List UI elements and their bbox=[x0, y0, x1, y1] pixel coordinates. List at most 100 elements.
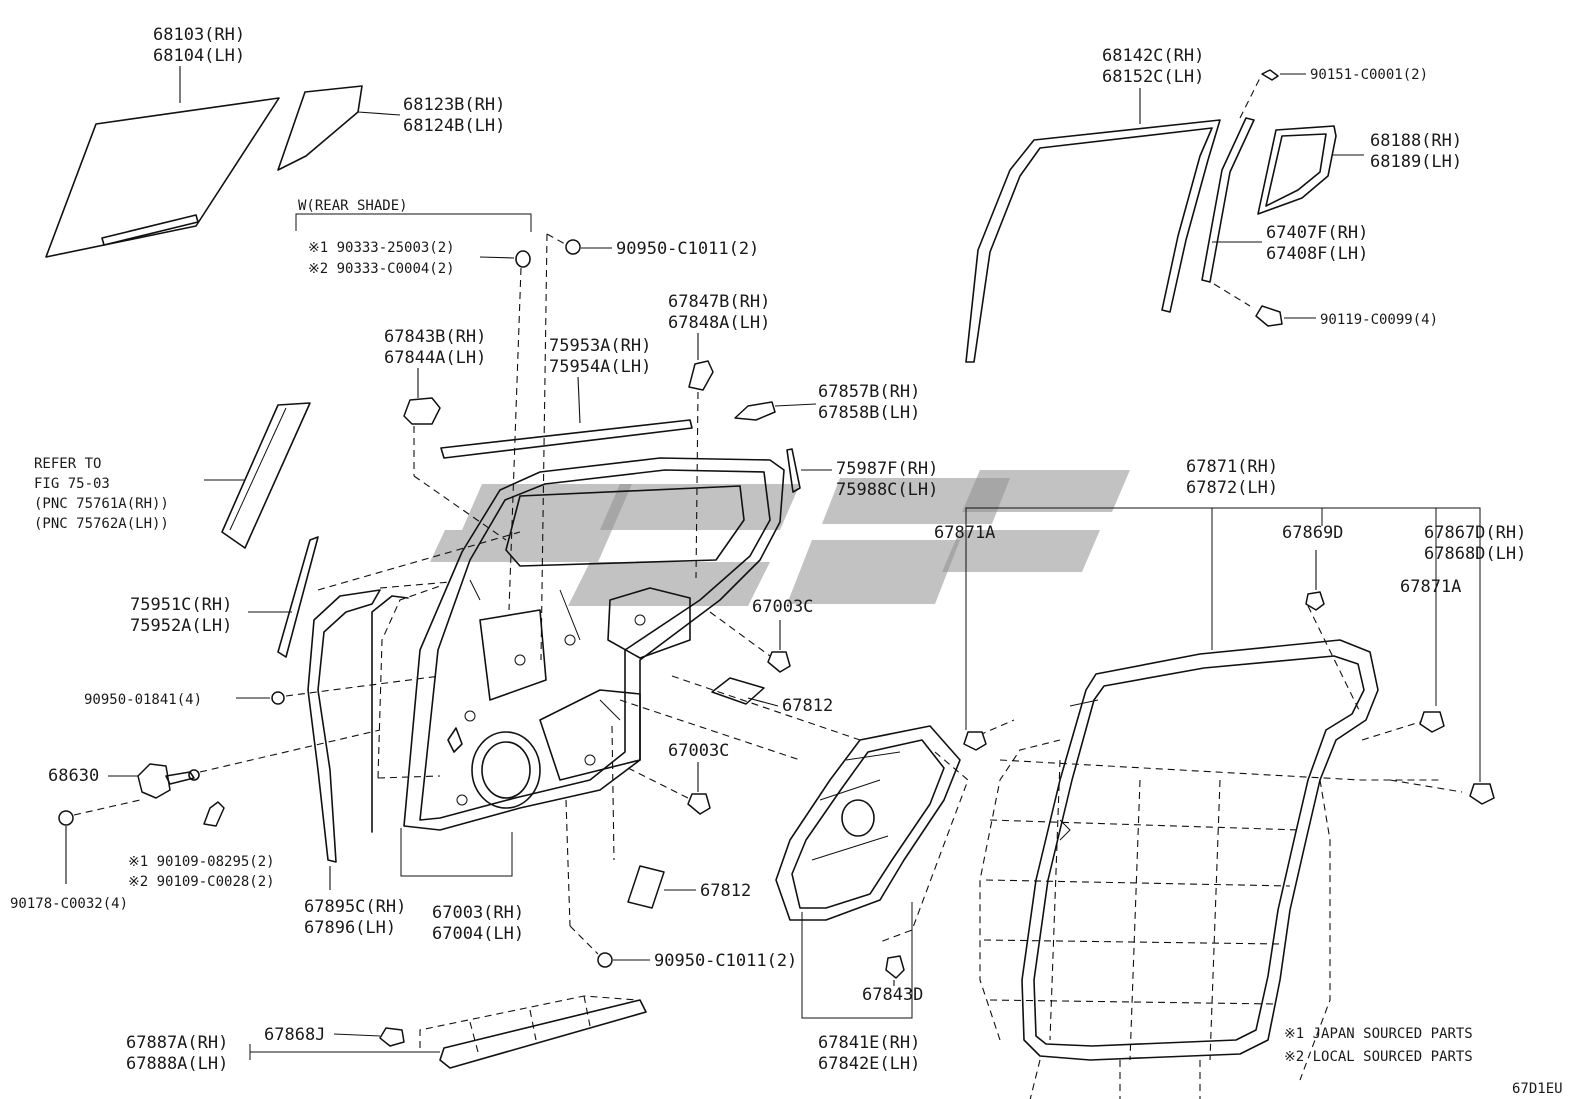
label-75987-lh: 75988C(LH) bbox=[836, 480, 938, 500]
door-weatherstrip-67871 bbox=[965, 507, 1481, 1099]
label-90950-bottom: 90950-C1011(2) bbox=[654, 951, 797, 971]
label-67841-lh: 67842E(LH) bbox=[818, 1054, 920, 1074]
part-67843d bbox=[885, 955, 905, 986]
label-67841-rh: 67841E(RH) bbox=[818, 1033, 920, 1053]
weatherstrip-67895c bbox=[307, 581, 451, 890]
patch-67812-lower bbox=[611, 725, 696, 909]
rear-door-glass bbox=[45, 66, 280, 258]
label-67857-rh: 67857B(RH) bbox=[818, 382, 920, 402]
label-67843b-rh: 67843B(RH) bbox=[384, 327, 486, 347]
part-67857b bbox=[734, 401, 817, 421]
label-68123-lh: 68124B(LH) bbox=[403, 116, 505, 136]
door-outline-dashed bbox=[371, 585, 441, 833]
label-67843b-lh: 67844A(LH) bbox=[384, 348, 486, 368]
part-67843b bbox=[403, 368, 507, 541]
label-67843d: 67843D bbox=[862, 985, 923, 1005]
part-75951c bbox=[248, 531, 521, 658]
label-67895-rh: 67895C(RH) bbox=[304, 897, 406, 917]
label-68188-rh: 68188(RH) bbox=[1370, 131, 1462, 151]
refer-line-2: FIG 75-03 bbox=[34, 476, 110, 492]
door-check-68630 bbox=[108, 729, 381, 799]
frame-weatherstrip-68142c bbox=[965, 88, 1221, 363]
note-local-sourced: ※2 LOCAL SOURCED PARTS bbox=[1284, 1049, 1473, 1065]
label-90333-1: ※1 90333-25003(2) bbox=[308, 240, 455, 256]
label-68142-lh: 68152C(LH) bbox=[1102, 67, 1204, 87]
sash-trim-75761a bbox=[204, 402, 311, 549]
plug-67003c-lower bbox=[627, 762, 711, 815]
label-67812-lower: 67812 bbox=[700, 881, 751, 901]
label-68123-rh: 68123B(RH) bbox=[403, 95, 505, 115]
label-90178: 90178-C0032(4) bbox=[10, 896, 128, 912]
label-67871a-left: 67871A bbox=[934, 523, 995, 543]
label-75953-rh: 75953A(RH) bbox=[549, 336, 651, 356]
label-67003c-lower: 67003C bbox=[668, 741, 729, 761]
label-67847-rh: 67847B(RH) bbox=[668, 292, 770, 312]
label-67003c-upper: 67003C bbox=[752, 597, 813, 617]
label-67871a-right: 67871A bbox=[1400, 577, 1461, 597]
part-75987f bbox=[786, 448, 832, 493]
label-68188-lh: 68189(LH) bbox=[1370, 152, 1462, 172]
label-90950-top: 90950-C1011(2) bbox=[616, 239, 759, 259]
clip-67871a-right bbox=[1419, 711, 1445, 733]
refer-line-1: REFER TO bbox=[34, 456, 101, 472]
label-90109-2: ※2 90109-C0028(2) bbox=[128, 874, 275, 890]
label-67407-lh: 67408F(LH) bbox=[1266, 244, 1368, 264]
label-67847-lh: 67848A(LH) bbox=[668, 313, 770, 333]
clip-67867d bbox=[1469, 783, 1495, 805]
clip-90950-01841 bbox=[236, 675, 441, 705]
bolt-90119 bbox=[1255, 305, 1316, 327]
rear-quarter-glass bbox=[277, 85, 401, 171]
label-90151: 90151-C0001(2) bbox=[1310, 67, 1428, 83]
label-67871-rh: 67871(RH) bbox=[1186, 457, 1278, 477]
run-channel-67407f bbox=[1201, 77, 1262, 307]
belt-molding-75953a bbox=[440, 376, 693, 459]
label-67868j: 67868J bbox=[264, 1025, 325, 1045]
label-90333-2: ※2 90333-C0004(2) bbox=[308, 261, 455, 277]
label-67857-lh: 67858B(LH) bbox=[818, 403, 920, 423]
patch-67812-upper bbox=[711, 677, 779, 707]
clip-67871a-left bbox=[963, 731, 987, 751]
label-67887-rh: 67887A(RH) bbox=[126, 1033, 228, 1053]
quarter-frame-68188 bbox=[1257, 125, 1364, 215]
clip-90950-top bbox=[540, 233, 612, 661]
note-japan-sourced: ※1 JAPAN SOURCED PARTS bbox=[1284, 1026, 1473, 1042]
label-68103-rh: 68103(RH) bbox=[153, 25, 245, 45]
label-90119: 90119-C0099(4) bbox=[1320, 312, 1438, 328]
label-67867d-rh: 67867D(RH) bbox=[1424, 523, 1526, 543]
label-75951-lh: 75952A(LH) bbox=[130, 616, 232, 636]
refer-line-3: (PNC 75761A(RH)) bbox=[34, 496, 169, 512]
drawing-code: 67D1EU bbox=[1512, 1081, 1563, 1097]
label-68630: 68630 bbox=[48, 766, 99, 786]
section-label: W(REAR SHADE) bbox=[298, 198, 408, 214]
door-inner-panel bbox=[403, 457, 785, 831]
label-68142-rh: 68142C(RH) bbox=[1102, 46, 1204, 66]
label-67869d: 67869D bbox=[1282, 523, 1343, 543]
clip-90950-bottom bbox=[565, 799, 650, 968]
nut-90178 bbox=[58, 799, 141, 884]
service-hole-cover bbox=[619, 675, 969, 1019]
label-90950-01841: 90950-01841(4) bbox=[84, 692, 202, 708]
label-67003-lh: 67004(LH) bbox=[432, 924, 524, 944]
watermark-logo bbox=[430, 470, 1130, 606]
label-67871-lh: 67872(LH) bbox=[1186, 478, 1278, 498]
refer-line-4: (PNC 75762A(LH)) bbox=[34, 516, 169, 532]
bracket-67003 bbox=[400, 828, 513, 877]
label-75951-rh: 75951C(RH) bbox=[130, 595, 232, 615]
label-68103-lh: 68104(LH) bbox=[153, 46, 245, 66]
label-75987-rh: 75987F(RH) bbox=[836, 459, 938, 479]
label-67887-lh: 67888A(LH) bbox=[126, 1054, 228, 1074]
bolt-90109 bbox=[203, 801, 225, 827]
labels: 68103(RH) 68104(LH) 68123B(RH) 68124B(LH… bbox=[10, 25, 1563, 1097]
label-67812-upper: 67812 bbox=[782, 696, 833, 716]
label-75953-lh: 75954A(LH) bbox=[549, 357, 651, 377]
screw-90151 bbox=[1261, 69, 1306, 81]
label-67003-rh: 67003(RH) bbox=[432, 903, 524, 923]
plug-67003c-upper bbox=[709, 611, 791, 673]
label-67407-rh: 67407F(RH) bbox=[1266, 223, 1368, 243]
label-90109-1: ※1 90109-08295(2) bbox=[128, 854, 275, 870]
rocker-molding-67887a bbox=[249, 995, 647, 1069]
part-67847b bbox=[688, 333, 714, 579]
clip-67869d bbox=[1305, 550, 1325, 611]
